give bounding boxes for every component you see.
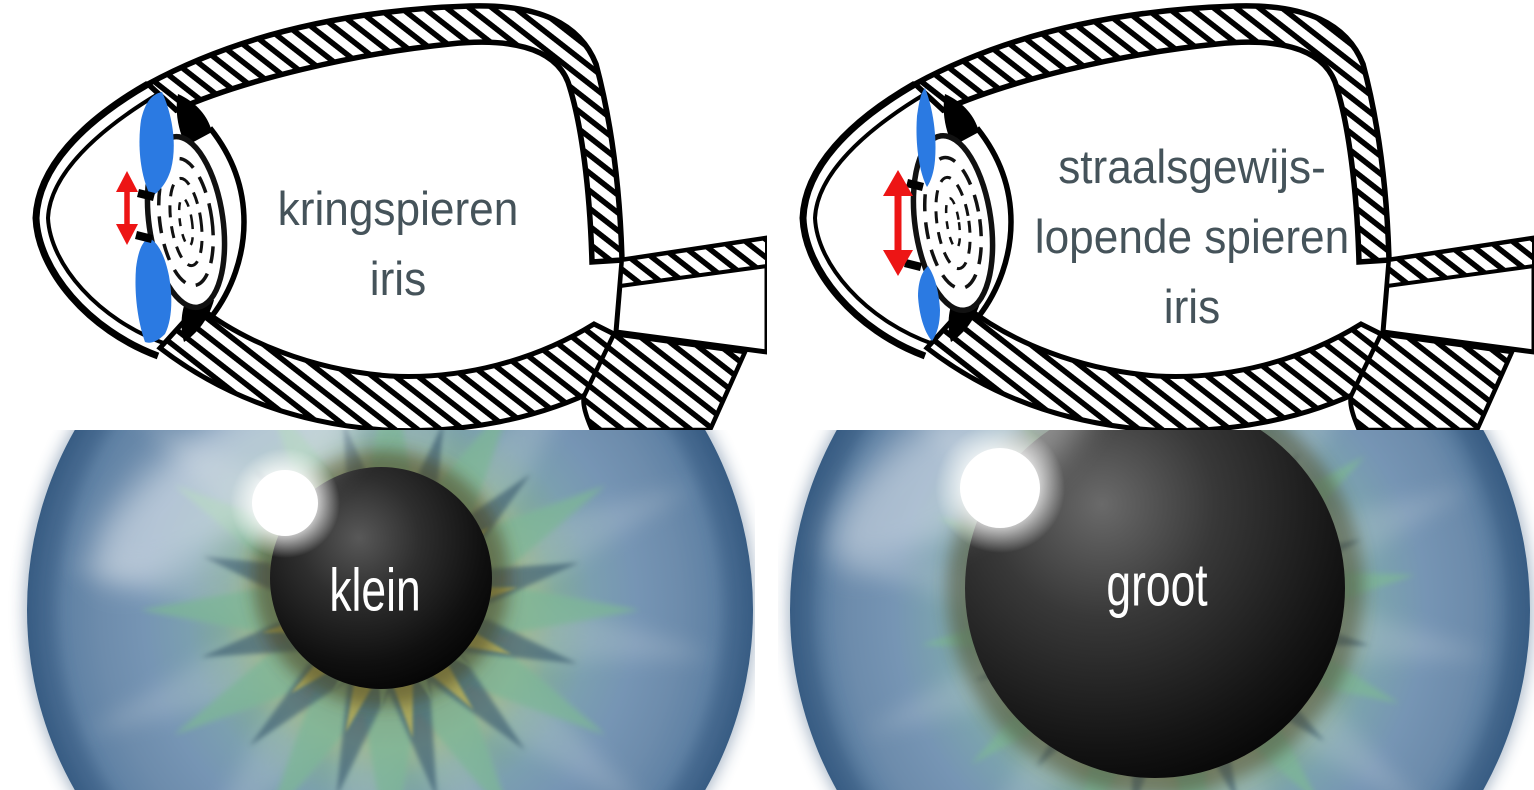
pupil bbox=[965, 430, 1345, 778]
iris-radial-muscle-bottom bbox=[918, 266, 940, 341]
eye-cross-section-drawing-right bbox=[799, 3, 1534, 430]
iris-illustration-large-pupil bbox=[788, 430, 1534, 790]
pupil-margin-tick-top bbox=[137, 189, 155, 201]
label-line: iris bbox=[1163, 280, 1221, 333]
light-beam bbox=[92, 430, 378, 583]
rectus-muscle-upper-strip bbox=[1384, 235, 1534, 289]
pupil-size-arrow-small bbox=[116, 171, 138, 245]
iris-circular-muscle-bottom bbox=[135, 238, 172, 343]
rectus-muscle-lower-wedge bbox=[1348, 331, 1516, 430]
label-line: straalsgewijs- bbox=[1058, 140, 1326, 193]
caption-klein: klein bbox=[329, 556, 421, 624]
iris-photo-small-pupil: klein bbox=[0, 430, 755, 790]
label-kringspieren-iris: kringspieren iris bbox=[182, 174, 614, 314]
pupil-size-arrow-large bbox=[883, 170, 913, 276]
lens-posterior-arc bbox=[207, 126, 247, 318]
cornea-inner-line bbox=[812, 92, 934, 346]
iris-illustration-small-pupil bbox=[17, 430, 755, 790]
limbal-ring bbox=[788, 430, 1532, 790]
pupil-margin-tick-bottom bbox=[904, 259, 922, 271]
ciliary-wedge-bottom bbox=[181, 300, 214, 342]
specular-highlight bbox=[960, 448, 1040, 528]
eye-cross-section-small-pupil bbox=[0, 0, 767, 430]
iris-radial-muscle-top bbox=[916, 88, 936, 187]
specular-highlight bbox=[252, 470, 318, 536]
eye-cross-section-drawing-left bbox=[32, 3, 767, 430]
iris-circular-muscle-top bbox=[139, 92, 174, 197]
eye-cross-section-large-pupil bbox=[767, 0, 1534, 430]
lens bbox=[910, 132, 996, 314]
cornea-inner-line bbox=[45, 92, 167, 346]
rectus-muscle-lower-wedge bbox=[581, 331, 749, 430]
caption-groot: groot bbox=[1106, 551, 1208, 619]
cornea-outer-line bbox=[799, 80, 927, 360]
lens-posterior-arc bbox=[974, 126, 1014, 318]
label-line: lopende spieren bbox=[1034, 210, 1350, 263]
label-line: kringspieren bbox=[277, 182, 519, 235]
pupil-margin-tick-bottom bbox=[135, 231, 153, 243]
cornea-outer-line bbox=[32, 80, 160, 360]
rectus-muscle-upper-strip bbox=[617, 235, 767, 289]
ciliary-wedge-top bbox=[176, 94, 212, 146]
limbal-ring bbox=[25, 430, 755, 790]
sclera-lower-band bbox=[156, 302, 622, 430]
iris-photo-large-pupil: groot bbox=[778, 430, 1534, 790]
pupil-margin-tick-top bbox=[906, 179, 924, 191]
label-line: iris bbox=[369, 252, 427, 305]
ciliary-wedge-top bbox=[943, 94, 979, 146]
label-straalsgewijs-lopende-spieren-iris: straalsgewijs- lopende spieren iris bbox=[966, 132, 1417, 342]
